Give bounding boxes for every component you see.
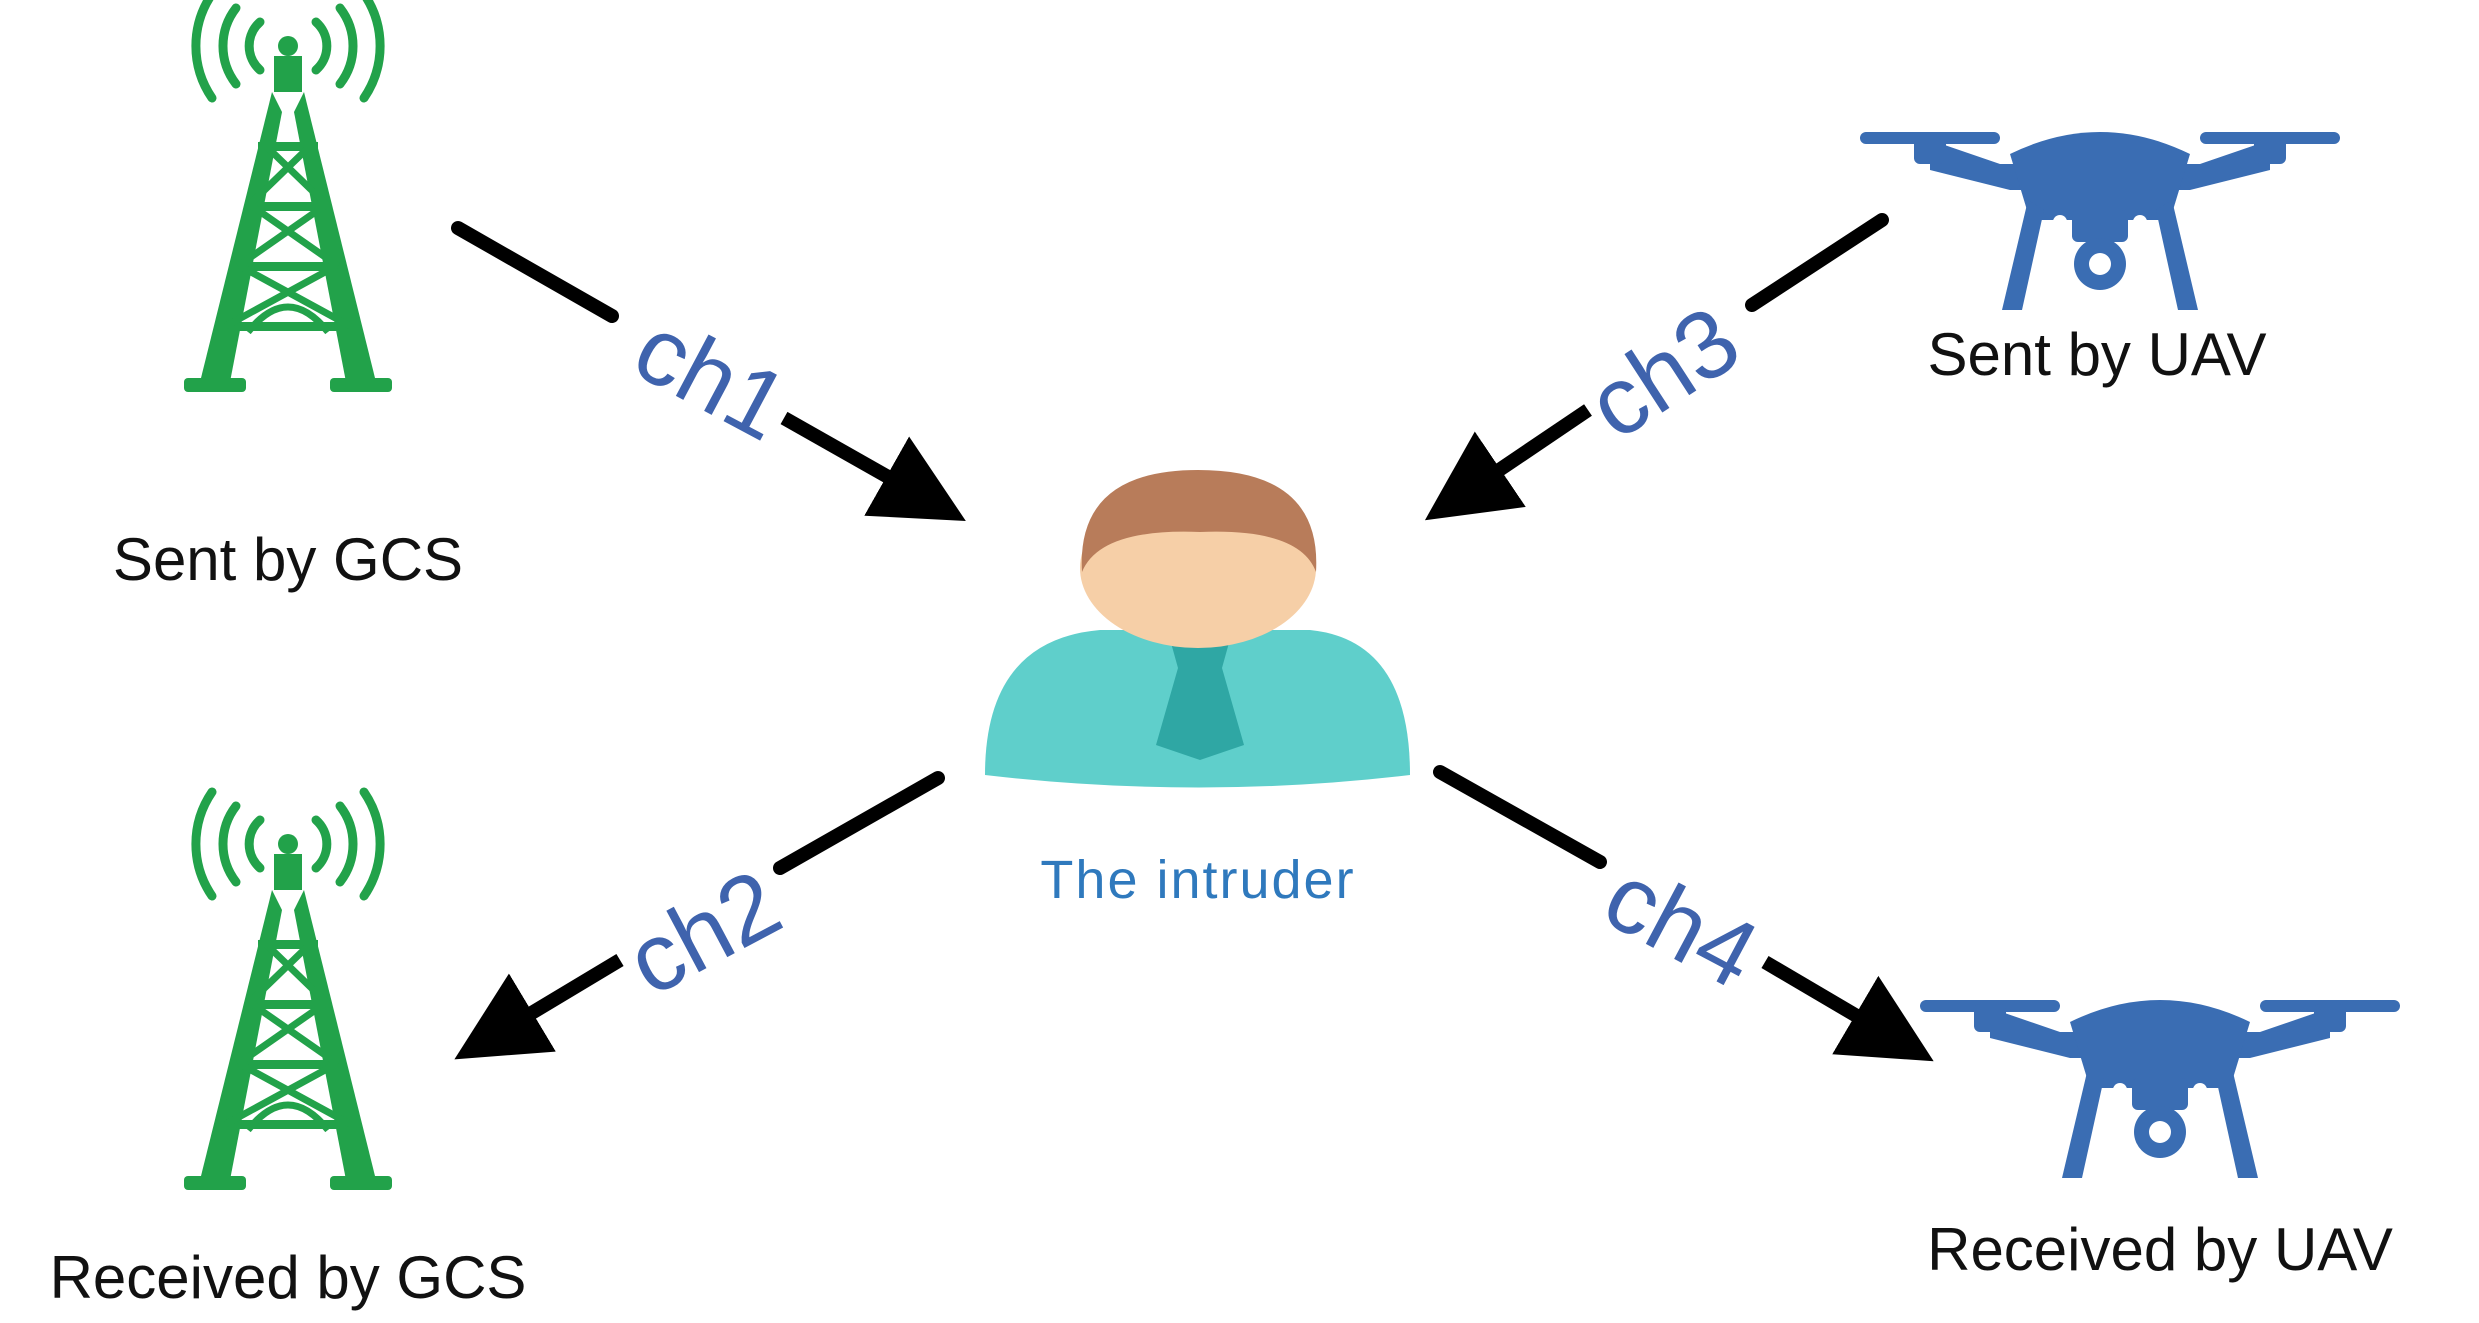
- uav-sent-label: Sent by UAV: [1927, 321, 2266, 388]
- channel-label: ch4: [1588, 842, 1775, 1009]
- drone-icon: [1920, 1000, 2400, 1178]
- channel-label: ch3: [1570, 286, 1758, 460]
- channel-ch4: ch4: [1433, 765, 1934, 1062]
- arrow-ch3-segment-b: [1424, 404, 1592, 521]
- uav-received-label: Received by UAV: [1927, 1216, 2393, 1283]
- arrow-ch4-segment-b: [1761, 955, 1934, 1062]
- gcs-sent-label: Sent by GCS: [113, 526, 463, 593]
- intruder-label: The intruder: [1040, 850, 1355, 910]
- uav-received-node: Received by UAV: [1920, 1000, 2400, 1283]
- channel-label: ch2: [610, 849, 797, 1016]
- radio-tower-icon: [184, 792, 392, 1190]
- gcs-received-label: Received by GCS: [50, 1244, 527, 1311]
- intruder-node: The intruder: [985, 470, 1410, 910]
- channel-ch1: ch1: [451, 221, 966, 521]
- channel-ch3: ch3: [1424, 213, 1889, 521]
- arrow-ch2-segment-b: [454, 953, 624, 1060]
- gcs-received-node: Received by GCS: [50, 792, 527, 1311]
- arrow-ch3-segment-a: [1745, 213, 1889, 312]
- radio-tower-icon: [184, 0, 392, 392]
- arrow-ch4-segment-a: [1433, 765, 1607, 869]
- arrow-ch1-segment-a: [451, 221, 619, 323]
- gcs-sent-node: Sent by GCS: [113, 0, 463, 593]
- arrow-ch2-segment-a: [773, 771, 945, 875]
- person-icon: [985, 470, 1410, 788]
- arrow-ch1-segment-b: [780, 411, 966, 521]
- channel-label: ch1: [618, 294, 805, 461]
- channel-ch2: ch2: [454, 771, 945, 1060]
- drone-icon: [1860, 132, 2340, 310]
- uav-sent-node: Sent by UAV: [1860, 132, 2340, 388]
